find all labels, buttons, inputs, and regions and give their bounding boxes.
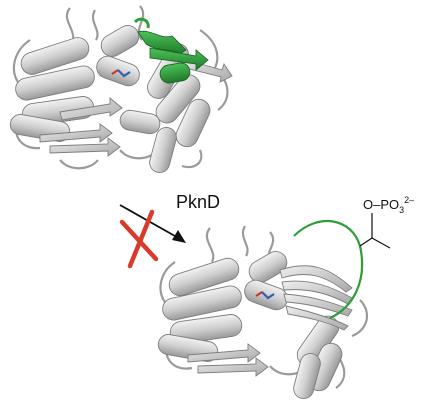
bond-methyl	[371, 237, 391, 249]
reaction-arrow	[119, 204, 186, 243]
phospho-group-label: O–PO32–	[363, 195, 414, 215]
phospho-group-structure	[359, 213, 391, 249]
active-site-residues	[111, 69, 131, 78]
protein-structure-bottom	[157, 219, 369, 400]
red-x-icon	[119, 209, 159, 269]
phospho-subscript: 3	[399, 205, 404, 215]
phospho-superscript: 2–	[404, 195, 414, 205]
protein-ribbon-structure-icon	[9, 5, 233, 174]
active-site-residues	[255, 291, 275, 300]
green-structured-segment	[133, 17, 209, 84]
phospho-group-text: O–PO	[363, 197, 399, 212]
protein-structure-top	[9, 5, 233, 174]
arrowhead	[172, 230, 186, 243]
bond-backbone	[359, 237, 373, 247]
enzyme-label: PknD	[176, 192, 220, 212]
arrow-icon	[119, 204, 183, 241]
protein-ribbon-structure-icon	[157, 225, 369, 400]
